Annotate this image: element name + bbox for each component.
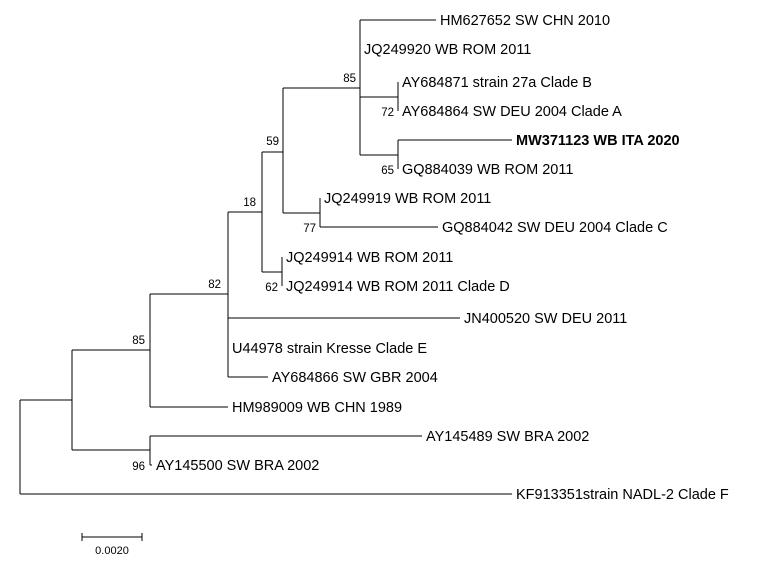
taxon-label-mw371123: MW371123 WB ITA 2020 xyxy=(516,133,680,149)
bootstrap-value-node-82: 82 xyxy=(208,279,221,291)
bootstrap-value-node-72: 72 xyxy=(381,107,394,119)
scale-bar-label: 0.0020 xyxy=(95,545,129,557)
taxon-label-hm989009: HM989009 WB CHN 1989 xyxy=(232,400,402,416)
taxon-label-ay684866: AY684866 SW GBR 2004 xyxy=(272,370,438,386)
taxon-label-gq884039: GQ884039 WB ROM 2011 xyxy=(402,162,573,178)
scale-bar: 0.0020 xyxy=(81,533,143,557)
taxon-labels: HM627652 SW CHN 2010 JQ249920 WB ROM 201… xyxy=(156,13,729,503)
taxon-label-kf913351: KF913351strain NADL-2 Clade F xyxy=(516,487,729,503)
taxon-label-jn400520: JN400520 SW DEU 2011 xyxy=(464,311,627,327)
bootstrap-value-node-65: 65 xyxy=(381,165,394,177)
taxon-label-gq884042: GQ884042 SW DEU 2004 Clade C xyxy=(442,220,668,236)
bootstrap-value-node-62: 62 xyxy=(265,282,278,294)
bootstrap-values: 85 72 65 59 18 77 62 82 85 96 xyxy=(132,73,394,473)
taxon-label-u44978: U44978 strain Kresse Clade E xyxy=(232,341,427,357)
bootstrap-value-node-77: 77 xyxy=(303,223,316,235)
bootstrap-value-node-85-bottom: 85 xyxy=(132,335,145,347)
tree-branches xyxy=(19,19,512,495)
bootstrap-value-node-59: 59 xyxy=(266,136,279,148)
taxon-label-jq249914-a: JQ249914 WB ROM 2011 xyxy=(286,250,453,266)
taxon-label-ay684871: AY684871 strain 27a Clade B xyxy=(402,75,592,91)
taxon-label-jq249914-b: JQ249914 WB ROM 2011 Clade D xyxy=(286,279,510,295)
taxon-label-jq249919: JQ249919 WB ROM 2011 xyxy=(324,191,491,207)
taxon-label-hm627652: HM627652 SW CHN 2010 xyxy=(440,13,610,29)
taxon-label-ay684864: AY684864 SW DEU 2004 Clade A xyxy=(402,104,622,120)
bootstrap-value-node-85-top: 85 xyxy=(343,73,356,85)
bootstrap-value-node-96: 96 xyxy=(132,461,145,473)
taxon-label-ay145489: AY145489 SW BRA 2002 xyxy=(426,429,589,445)
taxon-label-ay145500: AY145500 SW BRA 2002 xyxy=(156,458,319,474)
taxon-label-jq249920: JQ249920 WB ROM 2011 xyxy=(364,42,531,58)
bootstrap-value-node-18: 18 xyxy=(243,197,256,209)
